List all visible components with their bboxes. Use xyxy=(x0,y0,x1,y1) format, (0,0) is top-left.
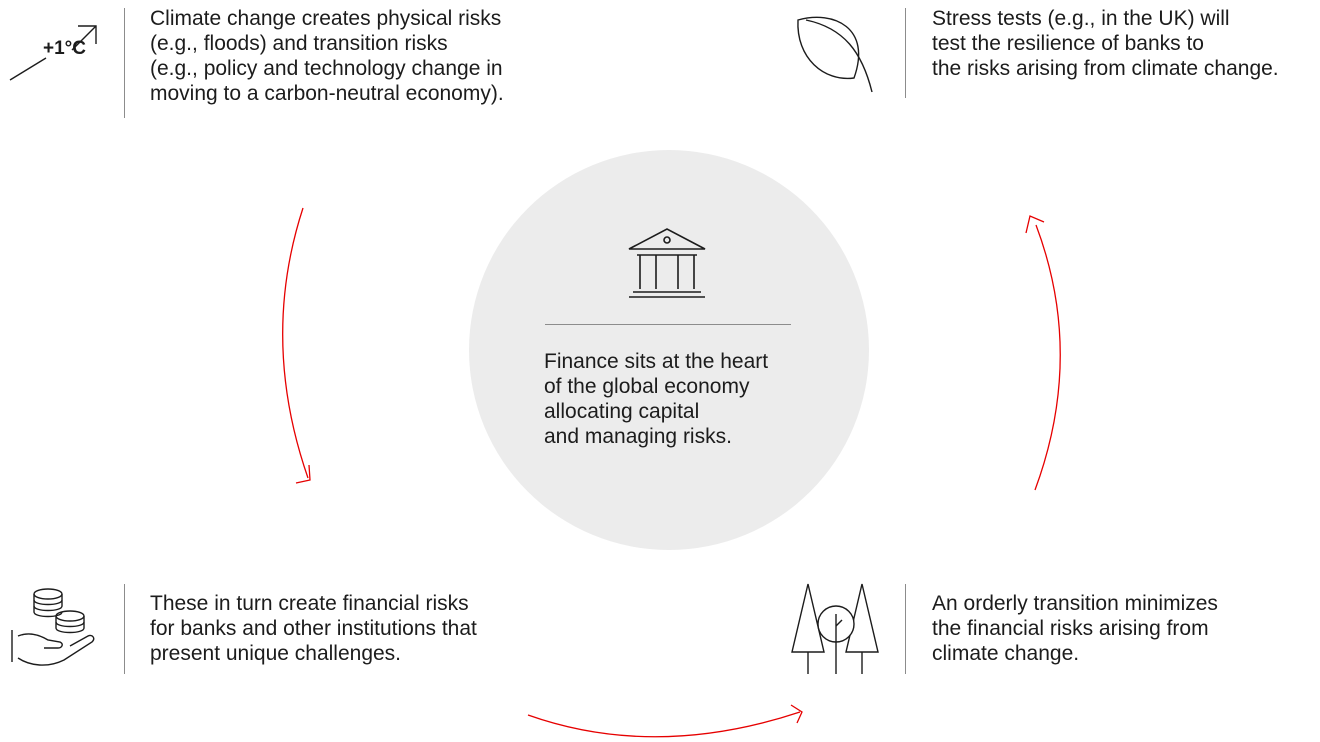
step-1-line: moving to a carbon-neutral economy). xyxy=(150,82,504,105)
center-divider xyxy=(545,324,791,325)
center-line: allocating capital xyxy=(544,400,700,423)
step-4-text: An orderly transition minimizes the fina… xyxy=(932,591,1218,666)
step-2-text: Stress tests (e.g., in the UK) will test… xyxy=(932,6,1279,81)
trees-icon xyxy=(791,583,879,674)
divider xyxy=(124,8,125,118)
step-4-line: the financial risks arising from xyxy=(932,617,1209,640)
step-3-line: present unique challenges. xyxy=(150,642,402,665)
center-line: and managing risks. xyxy=(544,425,732,448)
center-text: Finance sits at the heart of the global … xyxy=(544,349,768,449)
step-1-line: Climate change creates physical risks xyxy=(150,7,502,30)
step-2-line: test the resilience of banks to xyxy=(932,32,1204,55)
step-2-line: the risks arising from climate change. xyxy=(932,57,1279,80)
center-line: Finance sits at the heart xyxy=(544,350,769,373)
step-1-line: (e.g., floods) and transition risks xyxy=(150,32,448,55)
step-4-line: An orderly transition minimizes xyxy=(932,592,1218,615)
temperature-rise-icon xyxy=(9,25,97,81)
arrow-left xyxy=(282,207,309,479)
step-4-line: climate change. xyxy=(932,642,1080,665)
leaf-icon xyxy=(797,16,873,93)
arrowhead-right xyxy=(1025,215,1045,234)
divider xyxy=(124,584,125,674)
coins-in-hand-icon xyxy=(11,588,95,666)
arrow-right xyxy=(1034,224,1061,491)
center-line: of the global economy xyxy=(544,375,750,398)
divider xyxy=(905,8,906,98)
arrow-bottom xyxy=(527,711,801,738)
step-3-line: for banks and other institutions that xyxy=(150,617,477,640)
arrowhead-left xyxy=(295,464,311,484)
step-1-line: (e.g., policy and technology change in xyxy=(150,57,503,80)
step-2-line: Stress tests (e.g., in the UK) will xyxy=(932,7,1230,30)
arrowhead-bottom xyxy=(790,704,803,724)
divider xyxy=(905,584,906,674)
step-3-text: These in turn create financial risks for… xyxy=(150,591,477,666)
temperature-label: +1°C xyxy=(43,38,86,59)
step-1-text: Climate change creates physical risks (e… xyxy=(150,6,504,106)
center-circle xyxy=(469,150,869,550)
bank-building-icon xyxy=(628,228,706,298)
step-3-line: These in turn create financial risks xyxy=(150,592,469,615)
